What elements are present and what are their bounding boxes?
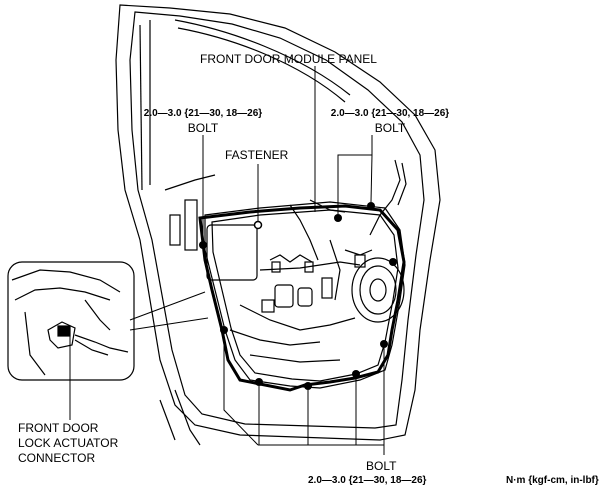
bolt-top-right	[367, 202, 375, 210]
label-bolt-top-right: BOLT	[374, 121, 406, 135]
torque-spec-bottom: 2.0—3.0 {21—30, 18—26}	[308, 475, 427, 486]
fastener-marker	[253, 220, 263, 230]
units-legend: N·m {kgf-cm, in-lbf}	[506, 475, 599, 486]
bolt-upper-left	[199, 241, 207, 249]
speaker-outline	[351, 257, 405, 323]
bolt-right	[389, 258, 397, 266]
module-panel-outline	[204, 201, 406, 389]
inset-detail-box	[7, 261, 135, 381]
door-inner-frame	[129, 11, 425, 429]
label-fastener: FASTENER	[225, 148, 289, 162]
bolt-lower-right	[380, 340, 388, 348]
bolt-bottom-1	[255, 378, 263, 386]
torque-spec-top-right: 2.0—3.0 {21—30, 18—26}	[330, 108, 450, 119]
bolt-left-mid	[220, 326, 228, 334]
label-connector-line1: FRONT DOOR	[18, 421, 99, 435]
label-bolt-top-left: BOLT	[187, 121, 219, 135]
bolt-top-mid	[334, 214, 342, 222]
label-connector-line2: LOCK ACTUATOR	[18, 436, 119, 450]
bolt-bottom-2	[304, 382, 312, 390]
bolt-bottom-3	[352, 370, 360, 378]
door-outer-frame	[115, 4, 441, 441]
module-panel-seal	[198, 204, 406, 392]
torque-spec-top-left: 2.0—3.0 {21—30, 18—26}	[143, 108, 263, 119]
label-bolt-bottom: BOLT	[366, 459, 397, 473]
label-connector-line3: CONNECTOR	[18, 451, 96, 465]
label-front-door-module-panel: FRONT DOOR MODULE PANEL	[200, 52, 377, 66]
